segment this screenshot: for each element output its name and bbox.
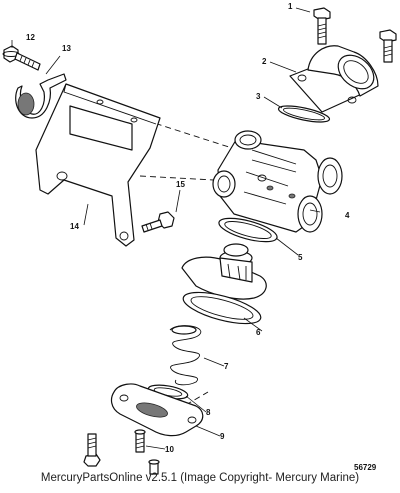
alignment-line-bracket-lower: [139, 175, 215, 181]
callout-12: 12: [26, 33, 35, 42]
part-5-gasket: [218, 217, 278, 243]
part-13-clamp: [15, 73, 67, 119]
part-4-housing: [212, 130, 343, 233]
part-1-bolt-second: [379, 29, 397, 63]
part-15-bolt: [141, 211, 175, 233]
callout-8: 8: [206, 408, 211, 417]
part-1-bolt: [313, 7, 331, 45]
leader-lines: [11, 7, 321, 450]
callout-7: 7: [224, 362, 229, 371]
part-10-bolt-second: [83, 433, 101, 467]
part-14-bracket: [35, 83, 161, 247]
part-2-elbow: [289, 45, 379, 113]
part-6-thermostat: [181, 243, 267, 325]
part-12-bolt: [2, 45, 41, 71]
callout-15: 15: [176, 180, 185, 189]
callout-1: 1: [288, 2, 293, 11]
part-3-gasket: [277, 105, 331, 123]
callout-10: 10: [165, 445, 174, 454]
part-10-bolt: [134, 429, 146, 453]
callout-5: 5: [298, 253, 303, 262]
callout-14: 14: [70, 222, 79, 231]
callout-6: 6: [256, 328, 261, 337]
callout-3: 3: [256, 92, 261, 101]
callout-2: 2: [262, 57, 267, 66]
drawing-number: 56729: [354, 463, 377, 472]
part-9-cover: [110, 383, 204, 437]
callout-9: 9: [220, 432, 225, 441]
callout-13: 13: [62, 44, 71, 53]
part-7-spring: [169, 325, 202, 386]
copyright-footer: MercuryPartsOnline v2.5.1 (Image Copyrig…: [40, 472, 360, 484]
callout-4: 4: [345, 211, 350, 220]
part-10-bolt-third: [148, 459, 160, 475]
